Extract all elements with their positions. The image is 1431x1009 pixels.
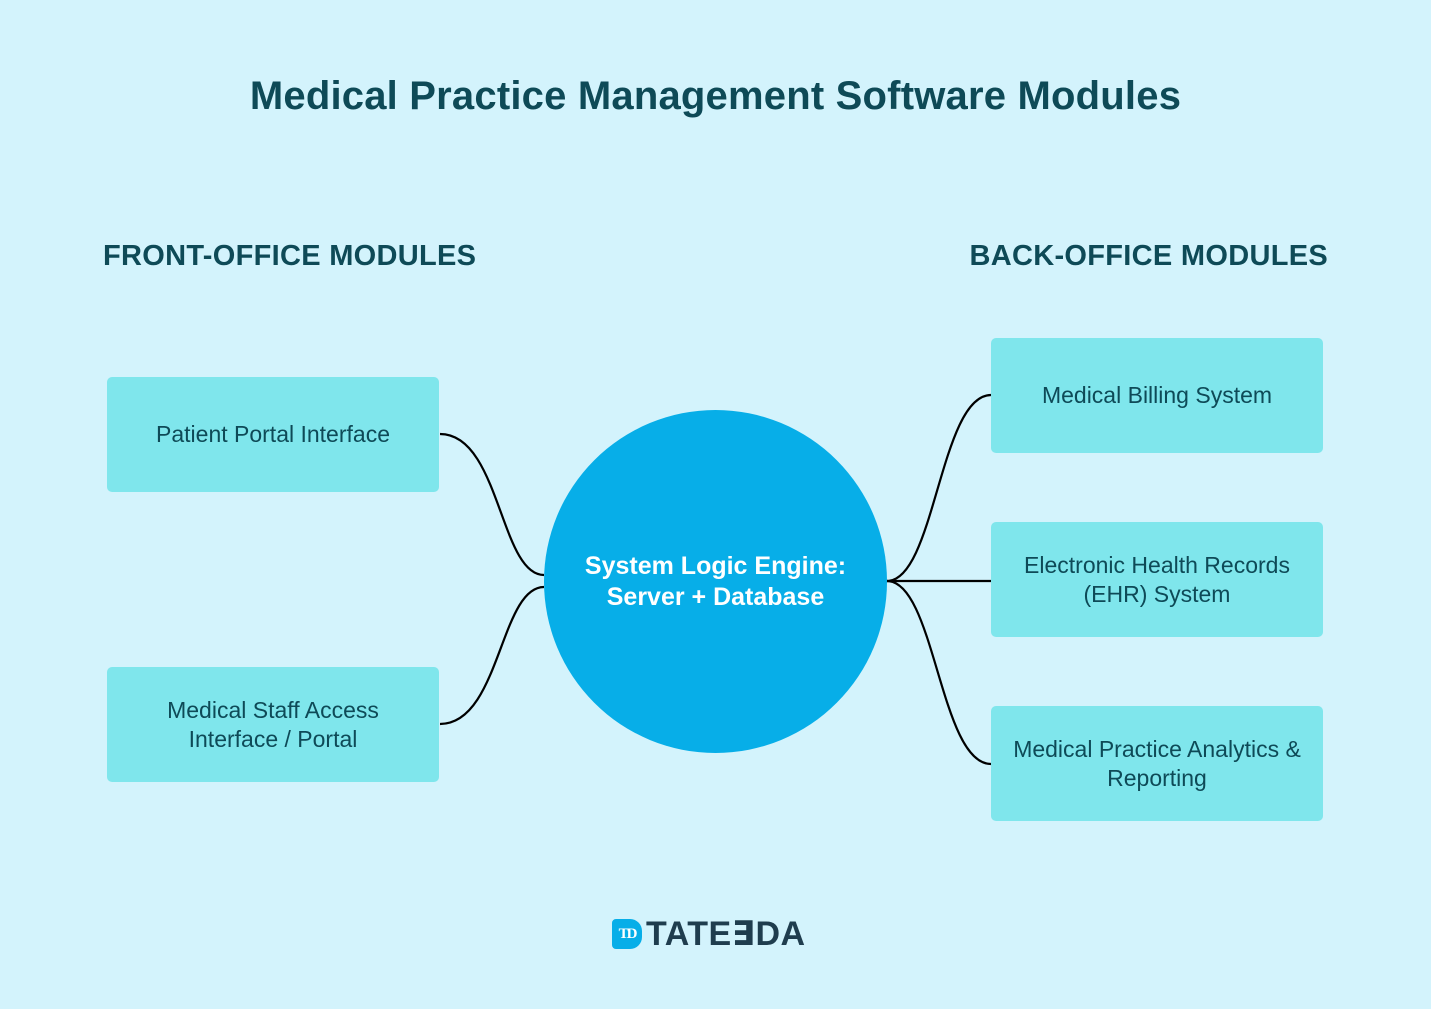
module-analytics-reporting: Medical Practice Analytics & Reporting xyxy=(991,706,1323,821)
module-label: Medical Staff Access Interface / Portal xyxy=(167,696,379,752)
module-ehr-system: Electronic Health Records (EHR) System xyxy=(991,522,1323,637)
logo-mark-text: TD xyxy=(618,925,638,942)
module-label: Electronic Health Records (EHR) System xyxy=(1024,551,1290,607)
module-label: Patient Portal Interface xyxy=(156,421,390,447)
module-staff-portal: Medical Staff Access Interface / Portal xyxy=(107,667,439,782)
logo-wordmark: TATE∃DA xyxy=(646,915,806,953)
system-logic-engine-hub: System Logic Engine: Server + Database xyxy=(544,410,887,753)
back-office-heading: BACK-OFFICE MODULES xyxy=(969,240,1328,272)
hub-label: System Logic Engine: Server + Database xyxy=(584,551,847,611)
logo-mark-icon: TD xyxy=(612,919,642,949)
module-medical-billing: Medical Billing System xyxy=(991,338,1323,453)
connector-analytics xyxy=(886,579,992,766)
company-logo: TD TATE∃DA xyxy=(612,913,806,955)
connector-staff-portal xyxy=(439,585,545,726)
diagram-title: Medical Practice Management Software Mod… xyxy=(249,74,1182,118)
connector-patient-portal xyxy=(439,432,545,577)
module-label: Medical Practice Analytics & Reporting xyxy=(1013,735,1301,791)
module-patient-portal: Patient Portal Interface xyxy=(107,377,439,492)
front-office-heading: FRONT-OFFICE MODULES xyxy=(103,240,477,272)
module-label: Medical Billing System xyxy=(1041,382,1273,408)
connector-billing xyxy=(886,393,992,583)
